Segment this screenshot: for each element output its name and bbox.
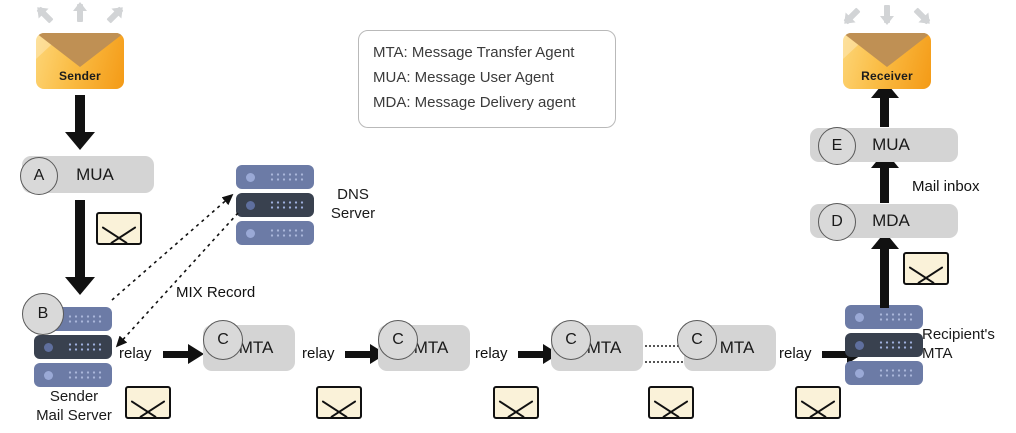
mta-label-2: MTA — [413, 338, 449, 357]
relay-label-1: relay — [119, 345, 152, 362]
sender-envelope-label: Sender — [59, 69, 101, 83]
arrow-mta-to-mda — [870, 232, 899, 308]
step-badge-e: E — [818, 127, 856, 165]
sender-envelope: Sender — [36, 33, 124, 89]
step-badge-d: D — [818, 203, 856, 241]
legend-line-mua: MUA: Message User Agent — [373, 69, 554, 86]
step-badge-b: B — [22, 293, 64, 335]
step-badge-a-text: A — [33, 167, 45, 184]
recipient-mta-caption: Recipient's MTA — [922, 325, 1014, 363]
arrow-mua-to-receiver — [870, 81, 899, 127]
mail-inbox-label: Mail inbox — [912, 178, 980, 195]
mta-ellipsis-line-bottom — [645, 361, 683, 363]
recipient-mda-label: MDA — [872, 211, 910, 230]
recipient-mua-label: MUA — [872, 135, 910, 154]
receiver-decor-arrow-down — [876, 3, 898, 25]
dns-server-caption-line1: DNS — [337, 186, 369, 203]
sender-decor-arrow-up — [69, 2, 91, 24]
step-badge-c-2: C — [378, 320, 418, 360]
mix-record-label: MIX Record — [176, 284, 256, 301]
step-badge-c-3: C — [551, 320, 591, 360]
step-badge-c-1-text: C — [217, 331, 229, 348]
recipient-mta-caption-line1: Recipient's — [922, 326, 995, 343]
sender-mail-server-caption-line2: Mail Server — [36, 407, 112, 424]
envelope-sender-mua — [96, 212, 142, 245]
step-badge-c-3-text: C — [565, 331, 577, 348]
mta-ellipsis-line-top — [645, 345, 683, 347]
envelope-hop-3 — [493, 386, 539, 419]
legend-line-mta: MTA: Message Transfer Agent — [373, 44, 575, 61]
step-badge-d-text: D — [831, 213, 843, 230]
receiver-envelope-label: Receiver — [861, 69, 913, 83]
envelope-hop-4 — [648, 386, 694, 419]
arrow-mua-to-mailserver — [65, 200, 95, 295]
step-badge-a: A — [20, 157, 58, 195]
relay-label-2: relay — [302, 345, 335, 362]
receiver-decor-arrow-downleft — [836, 0, 867, 31]
mta-label-3: MTA — [586, 338, 622, 357]
sender-decor-arrow-upright — [99, 0, 130, 31]
step-badge-c-4-text: C — [691, 331, 703, 348]
step-badge-e-text: E — [831, 137, 843, 154]
receiver-decor-arrow-downright — [906, 0, 937, 31]
step-badge-c-2-text: C — [392, 331, 404, 348]
envelope-hop-2 — [316, 386, 362, 419]
recipient-mta-caption-line2: MTA — [922, 345, 953, 362]
legend-box: MTA: Message Transfer Agent MUA: Message… — [358, 30, 616, 128]
sender-mail-server-caption-line1: Sender — [49, 388, 99, 405]
relay-label-4: relay — [779, 345, 812, 362]
receiver-envelope: Receiver — [843, 33, 931, 89]
arrow-relay-3 — [518, 344, 559, 364]
envelope-recipient-mta — [903, 252, 949, 285]
mta-label-1: MTA — [238, 338, 274, 357]
recipient-mta-server-icon — [845, 305, 923, 385]
step-badge-c-4: C — [677, 320, 717, 360]
mta-label-4: MTA — [719, 338, 755, 357]
arrow-sender-to-mua — [65, 95, 95, 150]
dns-server-icon — [236, 165, 314, 245]
legend-line-mda: MDA: Message Delivery agent — [373, 94, 576, 111]
sender-mua-label: MUA — [76, 164, 114, 184]
arrow-relay-2 — [345, 344, 386, 364]
arrow-mda-to-mua — [870, 151, 899, 203]
step-badge-b-text: B — [37, 305, 49, 322]
relay-label-3: relay — [475, 345, 508, 362]
sender-decor-arrow-upleft — [29, 0, 60, 31]
dns-server-caption: DNS Server — [318, 185, 388, 223]
envelope-hop-1 — [125, 386, 171, 419]
step-badge-c-1: C — [203, 320, 243, 360]
envelope-hop-5 — [795, 386, 841, 419]
arrow-relay-1 — [163, 344, 204, 364]
dns-server-caption-line2: Server — [330, 205, 376, 222]
sender-mail-server-caption: Sender Mail Server — [14, 387, 134, 425]
